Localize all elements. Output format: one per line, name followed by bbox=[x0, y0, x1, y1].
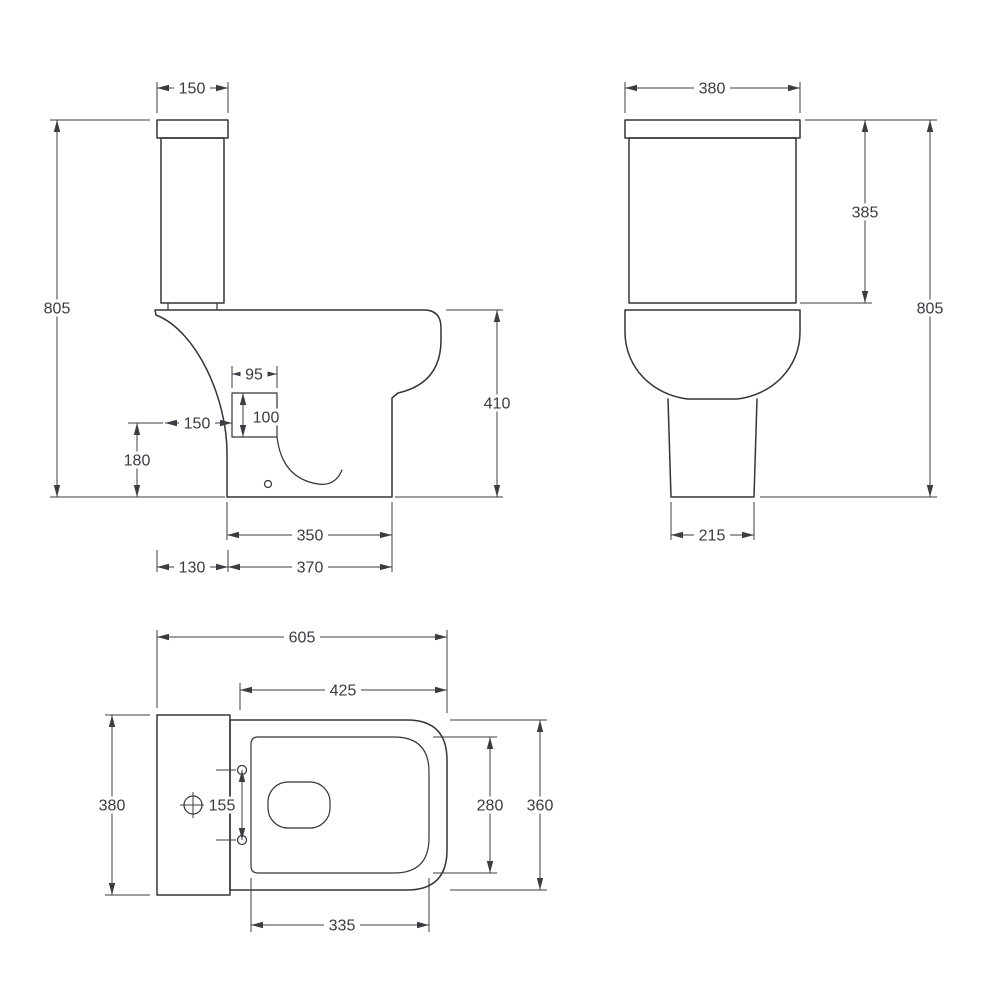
seat-plan-inner bbox=[250, 736, 430, 874]
dim-text-hinge-hole-spacing: 155 bbox=[209, 798, 236, 815]
dim-label-cistern-width: 150 bbox=[174, 79, 210, 98]
drain-hole bbox=[263, 479, 273, 489]
bowl-front bbox=[624, 309, 801, 400]
cistern-body-front bbox=[628, 137, 797, 304]
top-outline bbox=[156, 714, 448, 896]
side-extension-lines bbox=[50, 82, 503, 572]
dim-label-base-depth: 350 bbox=[292, 526, 328, 545]
dim-text-overall-height-front: 805 bbox=[917, 301, 944, 318]
dim-label-bowl-depth: 370 bbox=[292, 558, 328, 577]
top-dimensions: 605 425 380 155 280 360 bbox=[94, 628, 558, 935]
dim-text-overall-height-side: 805 bbox=[44, 301, 71, 318]
dim-text-outlet-setback: 150 bbox=[184, 416, 211, 433]
side-outline bbox=[154, 119, 442, 498]
side-view: 150 805 410 95 100 150 bbox=[39, 79, 515, 577]
dim-label-hinge-hole-spacing: 155 bbox=[204, 796, 240, 815]
bowl-side bbox=[154, 309, 442, 498]
dim-text-outlet-box-width: 95 bbox=[245, 367, 263, 384]
dim-text-outlet-box-height: 100 bbox=[253, 410, 280, 427]
dim-label-outlet-box-width: 95 bbox=[240, 365, 268, 384]
dim-text-base-width: 215 bbox=[699, 528, 726, 545]
front-extension-lines bbox=[624, 82, 937, 540]
trap-curve bbox=[276, 436, 343, 485]
dim-label-overall-height-side: 805 bbox=[39, 299, 75, 318]
cistern-body-side bbox=[160, 137, 225, 304]
cistern-lid-side bbox=[156, 119, 229, 139]
top-view: 605 425 380 155 280 360 bbox=[94, 628, 558, 935]
dim-text-overall-depth: 605 bbox=[289, 630, 316, 647]
dim-text-cistern-height: 385 bbox=[852, 205, 879, 222]
dim-label-overall-depth: 605 bbox=[284, 628, 320, 647]
dim-label-seat-inner-width: 280 bbox=[472, 796, 508, 815]
dim-label-overall-width-front: 380 bbox=[694, 79, 730, 98]
cistern-plan bbox=[156, 714, 231, 896]
dim-text-outlet-height: 180 bbox=[124, 453, 151, 470]
dim-text-seat-outer-width: 360 bbox=[527, 798, 554, 815]
dim-label-outlet-setback: 150 bbox=[179, 414, 215, 433]
dim-label-overall-height-front: 805 bbox=[912, 299, 948, 318]
side-dimensions: 150 805 410 95 100 150 bbox=[39, 79, 515, 577]
dim-text-cistern-width: 150 bbox=[179, 81, 206, 98]
dim-text-seat-inner-depth: 335 bbox=[329, 918, 356, 935]
cistern-lid-front bbox=[624, 119, 801, 139]
dim-label-seat-inner-depth: 335 bbox=[324, 916, 360, 935]
pedestal-front bbox=[667, 398, 758, 498]
dim-label-cistern-height: 385 bbox=[847, 203, 883, 222]
dim-label-bowl-height: 410 bbox=[479, 394, 515, 413]
dim-label-cistern-depth: 130 bbox=[174, 558, 210, 577]
dim-label-seat-outer-width: 360 bbox=[522, 796, 558, 815]
dim-label-base-width: 215 bbox=[694, 526, 730, 545]
dim-text-cistern-depth: 130 bbox=[179, 560, 206, 577]
dim-text-bowl-height: 410 bbox=[484, 396, 511, 413]
dim-label-overall-width-top: 380 bbox=[94, 796, 130, 815]
dim-text-overall-width-front: 380 bbox=[699, 81, 726, 98]
bowl-plan-outer bbox=[229, 719, 448, 891]
front-dimensions: 380 385 805 215 bbox=[624, 79, 948, 545]
top-extension-lines bbox=[105, 630, 547, 932]
front-view: 380 385 805 215 bbox=[624, 79, 948, 545]
cistern-base-connectors bbox=[167, 302, 218, 311]
dim-text-bowl-depth: 370 bbox=[297, 560, 324, 577]
dim-label-outlet-height: 180 bbox=[119, 451, 155, 470]
dim-text-overall-width-top: 380 bbox=[99, 798, 126, 815]
flush-center-cross bbox=[180, 792, 206, 818]
dim-text-bowl-projection: 425 bbox=[330, 683, 357, 700]
dim-label-outlet-box-height: 100 bbox=[248, 408, 284, 427]
dim-text-base-depth: 350 bbox=[297, 528, 324, 545]
front-outline bbox=[624, 119, 801, 498]
dim-label-bowl-projection: 425 bbox=[325, 681, 361, 700]
bowl-opening bbox=[267, 781, 331, 829]
dim-text-seat-inner-width: 280 bbox=[477, 798, 504, 815]
